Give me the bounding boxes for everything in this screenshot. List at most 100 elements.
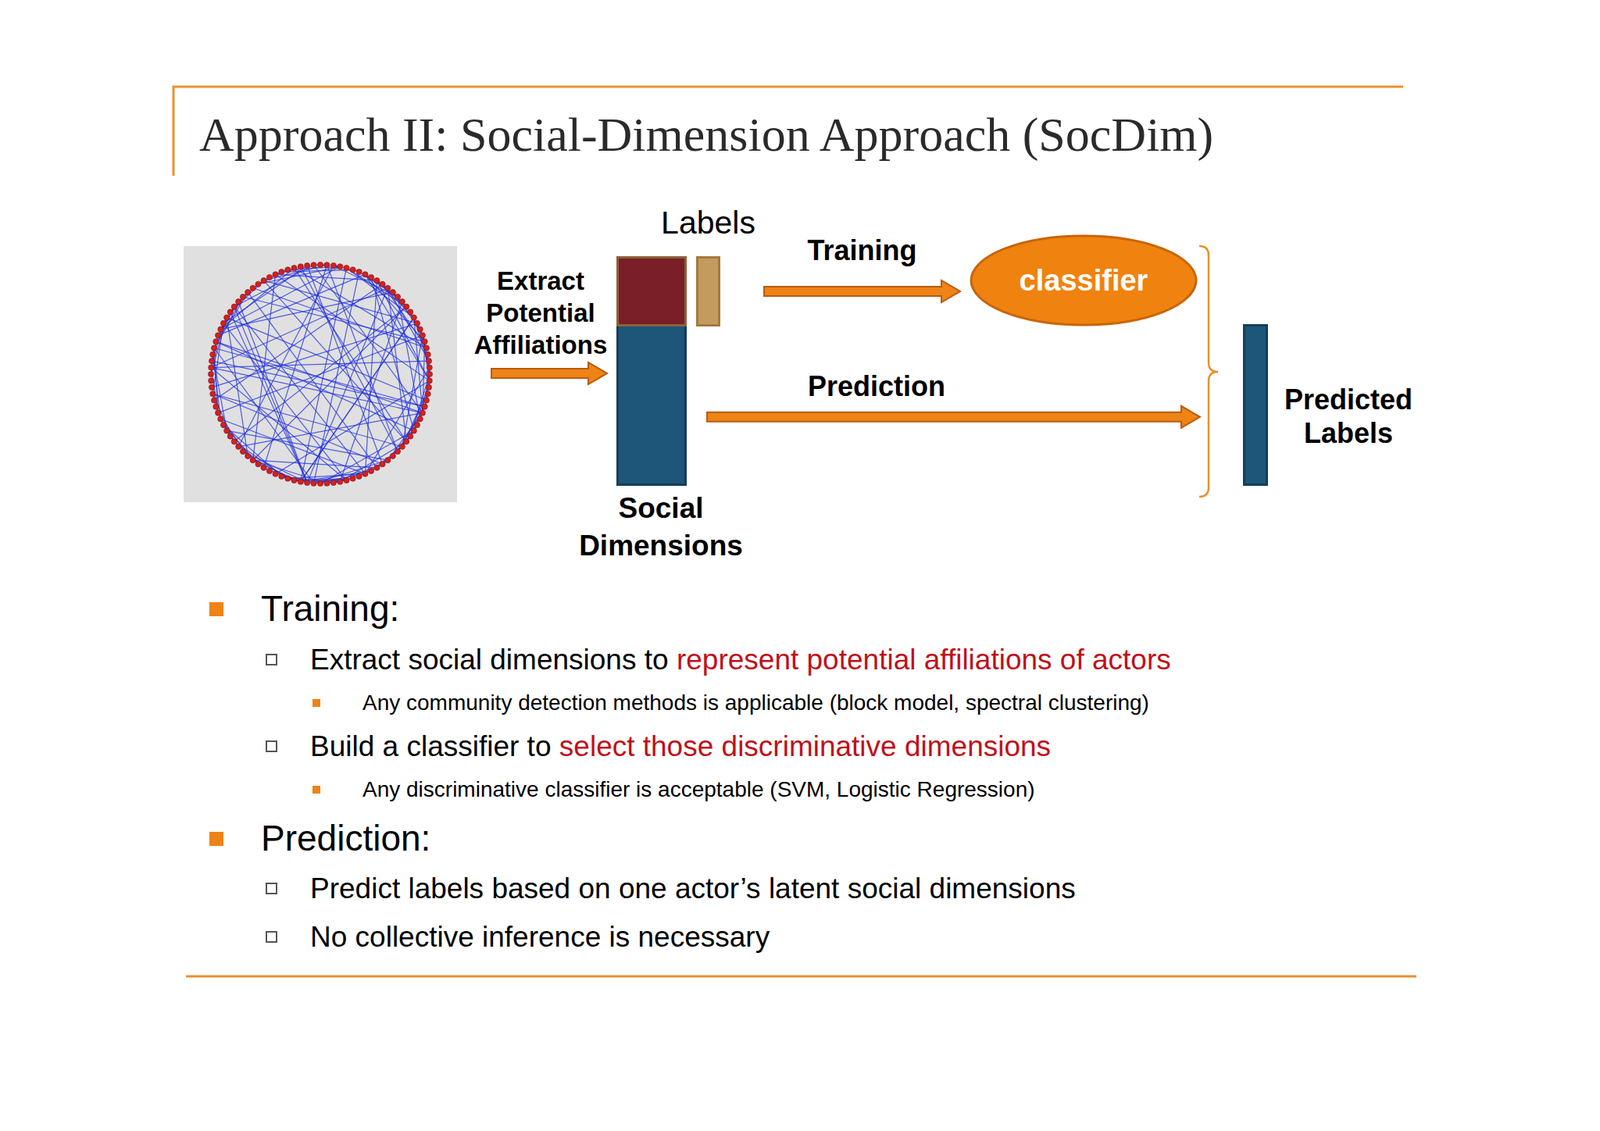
graph-edge — [234, 307, 308, 483]
graph-edge — [382, 284, 427, 349]
graph-edge — [364, 274, 425, 342]
bullet-text: No collective inference is necessary — [310, 920, 770, 955]
graph-vertex — [343, 264, 350, 271]
node-label: classifier — [1019, 264, 1149, 298]
bullet-text: Build a classifier to — [310, 729, 551, 765]
graph-vertex — [235, 443, 242, 450]
sub-sub-bullet-marker — [312, 699, 321, 708]
highlight-text: select those discriminative dimensions — [559, 729, 1051, 765]
graph-vertex — [421, 403, 428, 410]
graph-edge — [217, 413, 248, 457]
graph-edge — [226, 317, 248, 457]
graph-edge — [371, 446, 403, 472]
slide-title: Approach II: Social-Dimension Approach (… — [199, 105, 1214, 164]
graph-edge — [387, 288, 429, 361]
graph-vertex — [425, 358, 432, 365]
graph-edge — [217, 335, 423, 413]
graph-vertex — [410, 314, 417, 321]
graph-vertex — [407, 433, 414, 440]
graph-vertex — [399, 299, 405, 305]
graph-vertex — [304, 262, 311, 268]
graph-vertex — [379, 281, 386, 287]
graph-vertex — [367, 274, 374, 280]
graph-panel — [183, 246, 458, 503]
edge-label: Prediction — [804, 369, 949, 404]
graph-vertex — [213, 403, 219, 410]
graph-vertex — [208, 358, 215, 365]
graph-vertex — [250, 285, 256, 291]
graph-vertex — [214, 332, 221, 339]
graph-vertex — [220, 421, 226, 428]
frame-line — [173, 86, 1404, 176]
graph-edge — [220, 418, 234, 442]
graph-vertex — [399, 443, 405, 450]
graph-vertex — [421, 339, 428, 345]
graph-vertex — [394, 448, 400, 454]
graph-vertex — [419, 332, 425, 339]
flow-arrow — [707, 406, 1200, 429]
graph-vertex — [291, 264, 297, 271]
graph-vertex — [324, 262, 330, 268]
graph-vertex — [285, 267, 291, 273]
graph-vertex — [425, 384, 432, 390]
graph-edge — [410, 407, 425, 437]
sub-bullet-text: Any discriminative classifier is accepta… — [362, 776, 1036, 804]
graph-vertex — [213, 339, 219, 345]
graph-edge — [253, 307, 408, 461]
graph-vertex — [389, 453, 396, 459]
graph-edge — [234, 441, 265, 468]
graph-vertex — [291, 477, 297, 483]
graph-vertex — [210, 345, 217, 351]
graph-vertex — [255, 281, 261, 287]
graph-edge — [214, 347, 314, 483]
bullet-heading: Training: — [260, 587, 400, 631]
graph-vertex — [250, 457, 256, 464]
graph-edge — [212, 393, 402, 447]
graph-edge — [300, 317, 415, 483]
graph-vertex — [356, 268, 362, 275]
graph-edge — [314, 271, 360, 484]
graph-vertex — [207, 371, 214, 377]
graph-edge — [230, 292, 248, 312]
graph-vertex — [423, 397, 429, 404]
graph-vertex — [297, 264, 304, 270]
graph-vertex — [407, 309, 414, 315]
graph-edge — [212, 393, 383, 465]
graph-vertex — [414, 320, 420, 326]
graph-vertex — [260, 278, 267, 284]
graph-vertex — [310, 262, 317, 268]
sub-bullet-marker — [266, 741, 277, 752]
node-heading: Predicted Labels — [1270, 382, 1427, 450]
graph-edge — [230, 311, 308, 483]
graph-edge — [376, 280, 407, 307]
affiliation-block — [616, 256, 687, 327]
graph-vertex — [220, 320, 226, 326]
graph-edge — [264, 264, 328, 281]
graph-vertex — [297, 478, 304, 485]
extract-arrow — [491, 362, 608, 385]
graph-edge — [371, 277, 415, 431]
graph-edge — [238, 301, 308, 483]
graph-edge — [376, 280, 414, 318]
bullet-marker — [209, 602, 224, 617]
graph-vertex — [245, 453, 251, 459]
graph-vertex — [425, 391, 431, 397]
graph-edge — [387, 413, 423, 461]
bullet-text: Extract social dimensions to — [310, 642, 669, 678]
graph-vertex — [330, 479, 336, 486]
sub-bullet-marker — [266, 932, 277, 943]
graph-edge — [223, 323, 347, 481]
graph-vertex — [343, 477, 350, 483]
graph-vertex — [217, 326, 224, 333]
ellipse-shape — [971, 235, 1197, 325]
graph-vertex — [260, 464, 267, 471]
graph-vertex — [317, 261, 323, 268]
graph-vertex — [214, 410, 221, 416]
graph-vertex — [379, 461, 386, 468]
graph-vertex — [423, 345, 429, 351]
graph-edge — [387, 288, 407, 443]
bullet-marker — [209, 832, 224, 847]
